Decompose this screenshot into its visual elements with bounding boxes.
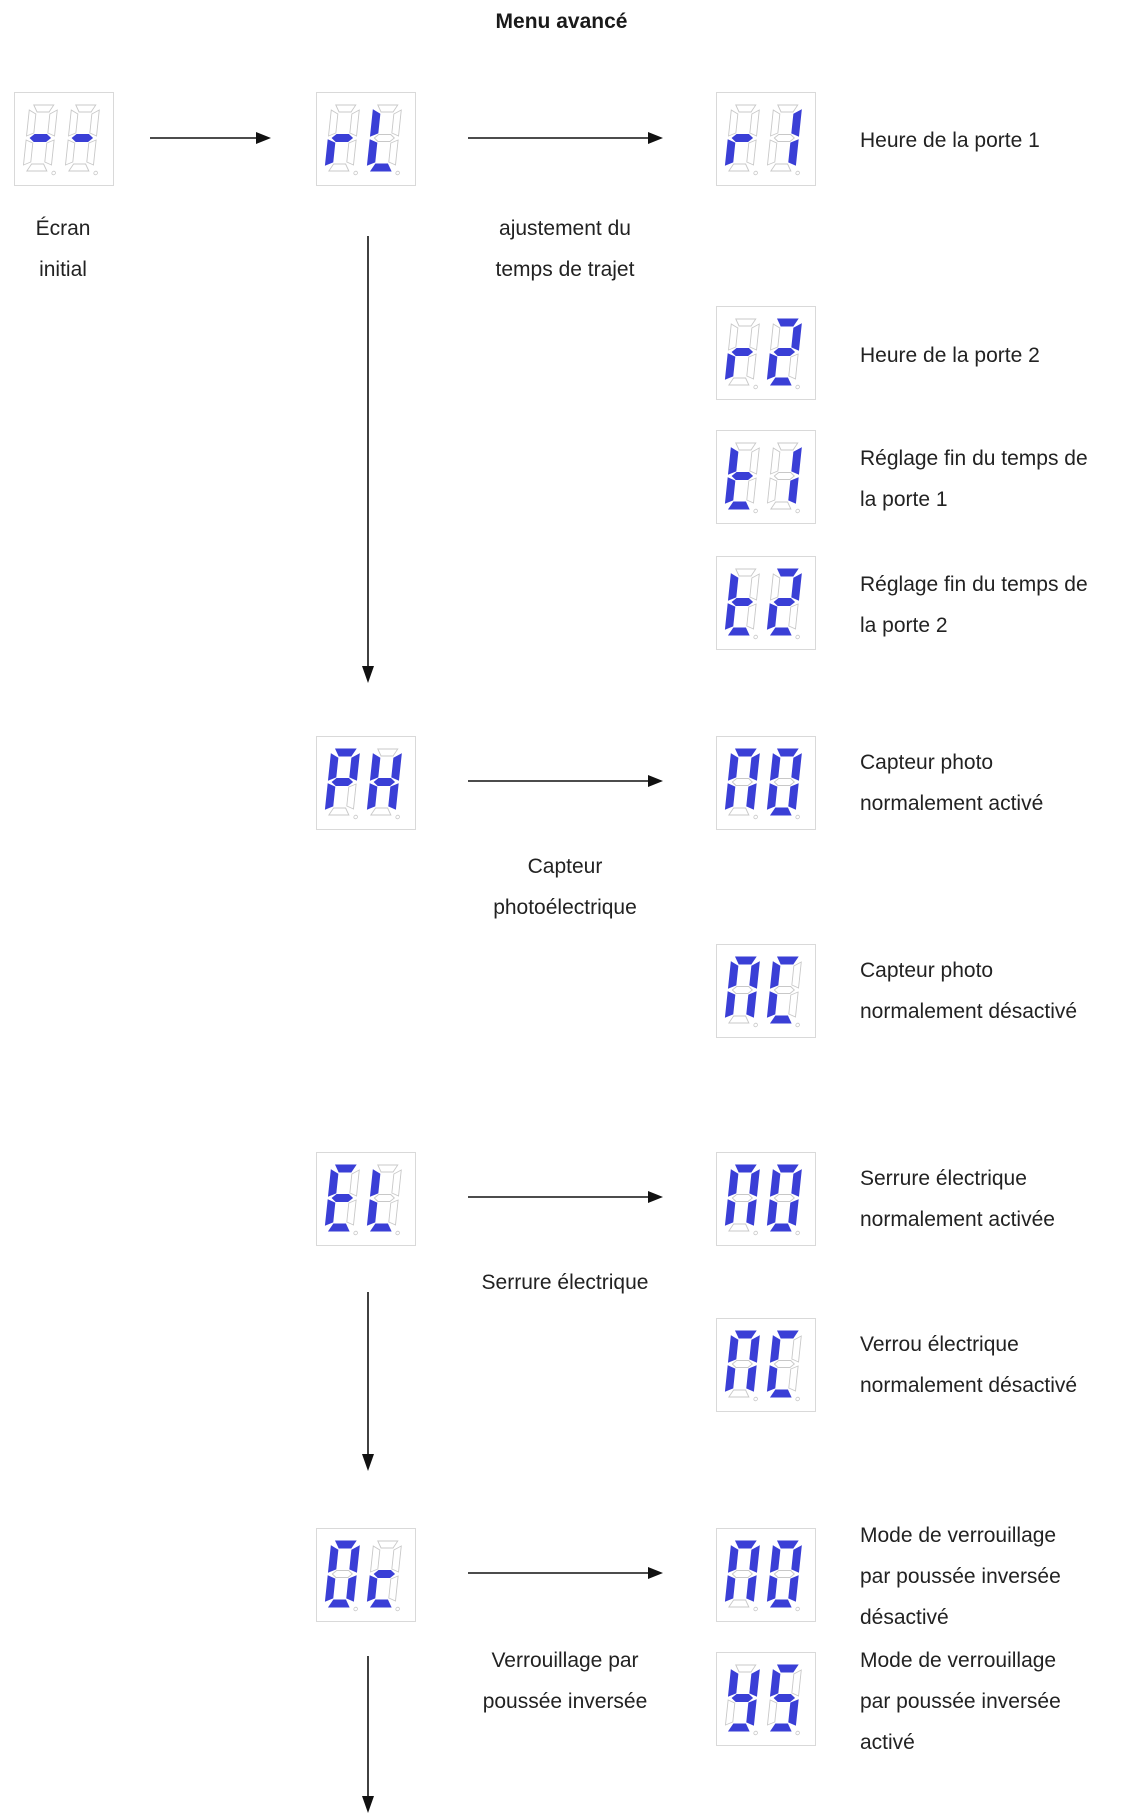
label-line: Heure de la porte 1 [860,129,1040,152]
display-electric-lock-nc [716,1318,816,1412]
label-line: photoélectrique [493,896,637,919]
label-line: par poussée inversée [860,1565,1061,1588]
seven-segment-icon [324,104,402,176]
seven-segment-icon [724,1330,802,1402]
label-travel-time: ajustement du temps de trajet [455,208,675,290]
label-line: Écran [35,217,91,240]
label-line: Serrure électrique [481,1271,649,1294]
diagram-title: Menu avancé [495,10,628,33]
label-photocell-no: Capteur photo normalement activé [860,742,1122,824]
display-reverse-push-off [716,1528,816,1622]
label-line: la porte 2 [860,614,948,637]
label-r2: Heure de la porte 2 [860,335,1122,376]
label-line: Serrure électrique [860,1167,1027,1190]
seven-segment-icon [724,318,802,390]
display-electric-lock-no [716,1152,816,1246]
display-photocell [316,736,416,830]
label-electric-lock: Serrure électrique [455,1262,675,1303]
arrow-right-reverse-push-to-options [468,1567,663,1579]
display-reverse-push-on [716,1652,816,1746]
label-line: Capteur [527,855,603,878]
arrow-down-travel-to-photocell [362,236,374,683]
label-line: initial [39,258,87,281]
label-r1: Heure de la porte 1 [860,120,1122,161]
label-photocell-nc: Capteur photo normalement désactivé [860,950,1122,1032]
seven-segment-icon [324,748,402,820]
seven-segment-icon [324,1540,402,1612]
label-line: activé [860,1731,915,1754]
label-line: normalement désactivé [860,1374,1078,1397]
arrow-right-photocell-to-options [468,775,663,787]
seven-segment-icon [724,568,802,640]
display-t2 [716,556,816,650]
seven-segment-icon [724,104,802,176]
display-t1 [716,430,816,524]
label-reverse-push-on: Mode de verrouillage par poussée inversée… [860,1640,1122,1763]
label-line: ajustement du [499,217,631,240]
label-line: Verrouillage par [491,1649,639,1672]
display-photocell-no [716,736,816,830]
label-initial-screen: Écran initial [0,208,126,290]
seven-segment-icon [724,1164,802,1236]
display-r1 [716,92,816,186]
label-line: normalement activé [860,792,1044,815]
seven-segment-icon [724,442,802,514]
label-photocell: Capteur photoélectrique [455,846,675,928]
label-line: par poussée inversée [860,1690,1061,1713]
display-r2 [716,306,816,400]
display-reverse-push [316,1528,416,1622]
label-line: normalement activée [860,1208,1055,1231]
seven-segment-icon [724,956,802,1028]
label-line: Capteur photo [860,751,994,774]
label-reverse-push-off: Mode de verrouillage par poussée inversée… [860,1515,1122,1638]
arrow-right-travel-to-options [468,132,663,144]
arrow-down-electric-lock-to-reverse-push [362,1292,374,1471]
label-line: temps de trajet [495,258,635,281]
seven-segment-icon [724,1540,802,1612]
label-line: Mode de verrouillage [860,1649,1057,1672]
label-line: Heure de la porte 2 [860,344,1040,367]
display-initial [14,92,114,186]
label-line: désactivé [860,1606,949,1629]
seven-segment-icon [324,1164,402,1236]
display-electric-lock [316,1152,416,1246]
display-travel-time [316,92,416,186]
label-line: Réglage fin du temps de [860,573,1088,596]
label-line: Réglage fin du temps de [860,447,1088,470]
label-line: Capteur photo [860,959,994,982]
label-t2: Réglage fin du temps de la porte 2 [860,564,1122,646]
arrow-down-reverse-push-next [362,1656,374,1813]
label-line: normalement désactivé [860,1000,1078,1023]
seven-segment-icon [724,1664,802,1736]
label-line: poussée inversée [482,1690,648,1713]
display-photocell-nc [716,944,816,1038]
seven-segment-icon [22,104,100,176]
label-electric-lock-no: Serrure électrique normalement activée [860,1158,1122,1240]
label-t1: Réglage fin du temps de la porte 1 [860,438,1122,520]
label-reverse-push: Verrouillage par poussée inversée [455,1640,675,1722]
arrow-right-initial-to-travel [150,132,271,144]
label-line: la porte 1 [860,488,948,511]
label-line: Verrou électrique [860,1333,1019,1356]
label-electric-lock-nc: Verrou électrique normalement désactivé [860,1324,1122,1406]
arrow-right-electric-lock-to-options [468,1191,663,1203]
seven-segment-icon [724,748,802,820]
label-line: Mode de verrouillage [860,1524,1057,1547]
